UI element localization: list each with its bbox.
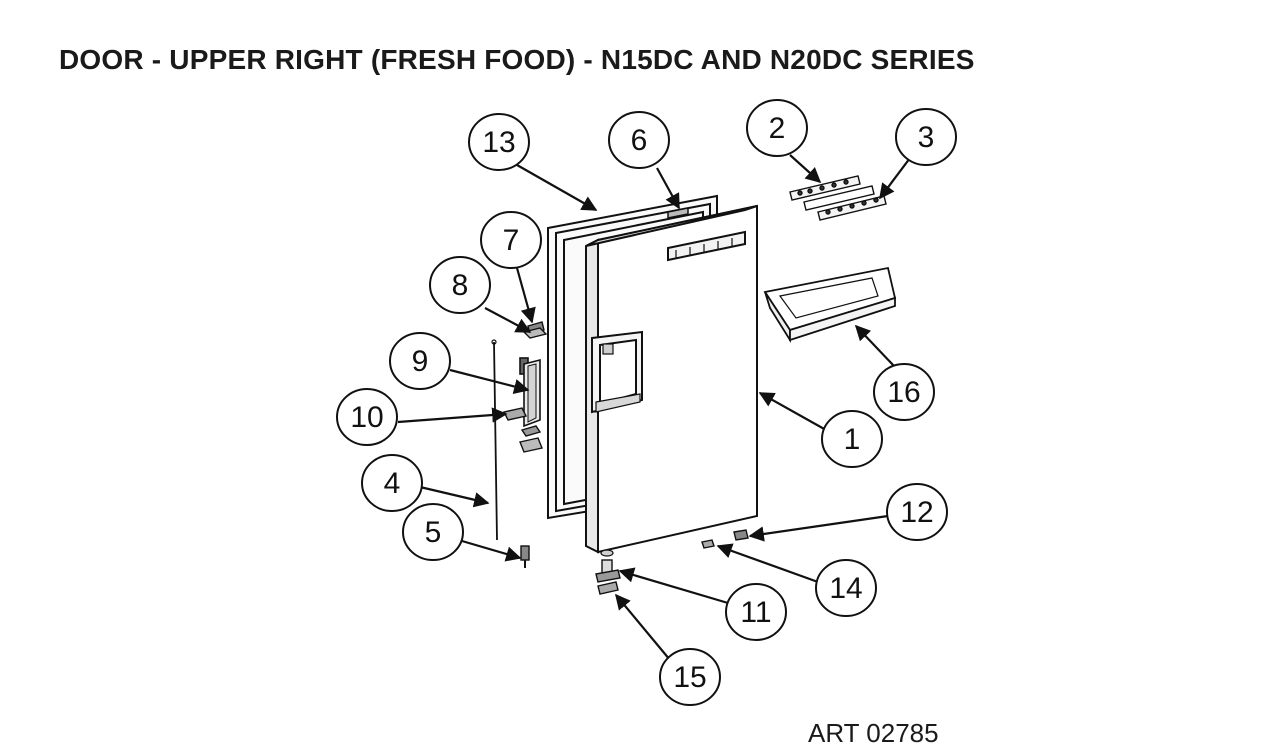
callout-5-label: 5 bbox=[425, 516, 442, 549]
callout-12: 12 bbox=[886, 483, 948, 541]
leader-1 bbox=[758, 392, 827, 431]
leader-12 bbox=[748, 514, 889, 542]
door-panel bbox=[585, 204, 758, 557]
leader-8 bbox=[484, 307, 532, 333]
callout-2-label: 2 bbox=[769, 112, 786, 145]
hinge-pin bbox=[520, 545, 530, 568]
callout-bubbles: 13 6 2 3 7 8 9 10 bbox=[336, 99, 957, 706]
leader-3 bbox=[879, 157, 911, 200]
callout-10-label: 10 bbox=[350, 401, 383, 434]
callout-4-label: 4 bbox=[384, 467, 401, 500]
leader-4 bbox=[419, 485, 490, 508]
page-title: DOOR - UPPER RIGHT (FRESH FOOD) - N15DC … bbox=[59, 44, 975, 75]
leader-14 bbox=[716, 543, 819, 584]
hinge-rod bbox=[491, 339, 498, 541]
callout-9-label: 9 bbox=[412, 345, 429, 378]
callout-4: 4 bbox=[361, 454, 423, 512]
callout-14-label: 14 bbox=[829, 572, 862, 605]
trim-strips bbox=[789, 175, 887, 221]
callout-13-label: 13 bbox=[482, 126, 515, 159]
callout-6-label: 6 bbox=[631, 124, 648, 157]
callout-9: 9 bbox=[389, 332, 451, 390]
art-number: ART 02785 bbox=[808, 718, 939, 748]
callout-8: 8 bbox=[429, 256, 491, 314]
door-handle bbox=[519, 357, 541, 428]
leader-11 bbox=[618, 567, 729, 605]
callout-10: 10 bbox=[336, 388, 398, 446]
callout-5: 5 bbox=[402, 503, 464, 561]
callout-15-label: 15 bbox=[673, 661, 706, 694]
leader-6 bbox=[656, 167, 680, 210]
callout-16-label: 16 bbox=[887, 376, 920, 409]
callout-11: 11 bbox=[725, 583, 787, 641]
leader-13 bbox=[516, 164, 598, 211]
callout-1-label: 1 bbox=[844, 423, 861, 456]
handle-bracket bbox=[502, 407, 543, 453]
leader-2 bbox=[789, 154, 822, 184]
leader-5 bbox=[461, 539, 522, 562]
callout-11-label: 11 bbox=[740, 596, 771, 629]
leader-16 bbox=[854, 324, 895, 367]
leader-15 bbox=[615, 593, 671, 661]
callout-14: 14 bbox=[815, 559, 877, 617]
callout-3-label: 3 bbox=[918, 121, 935, 154]
callout-8-label: 8 bbox=[452, 269, 469, 302]
callout-2: 2 bbox=[746, 99, 808, 157]
door-bin bbox=[763, 266, 897, 344]
door-stops bbox=[701, 529, 749, 549]
callout-1: 1 bbox=[821, 410, 883, 468]
callout-15: 15 bbox=[659, 648, 721, 706]
top-cap-part bbox=[667, 207, 689, 219]
leader-lines bbox=[397, 154, 911, 661]
leader-7 bbox=[515, 267, 536, 324]
callout-13: 13 bbox=[468, 113, 530, 171]
callout-7-label: 7 bbox=[503, 224, 520, 257]
callout-6: 6 bbox=[608, 111, 670, 169]
leader-10 bbox=[397, 407, 508, 424]
lower-hinge-parts bbox=[595, 559, 621, 595]
callout-7: 7 bbox=[480, 211, 542, 269]
leader-9 bbox=[449, 368, 530, 395]
callout-12-label: 12 bbox=[900, 496, 933, 529]
callout-16: 16 bbox=[873, 363, 935, 421]
callout-3: 3 bbox=[895, 108, 957, 166]
